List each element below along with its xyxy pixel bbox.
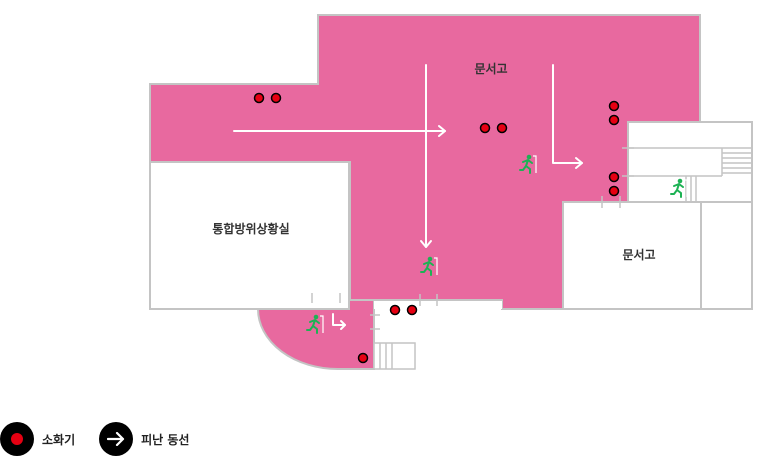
route-south-arrowhead xyxy=(340,320,346,330)
extinguisher-icon xyxy=(608,100,620,112)
room-archive-side xyxy=(562,201,753,310)
map-legend: 소화기 피난 동선 xyxy=(0,422,213,456)
route-east-arrowhead xyxy=(575,157,583,169)
route-south xyxy=(332,313,346,326)
room-label-archive-main: 문서고 xyxy=(474,61,507,76)
room-label-situation-room: 통합방위상황실 xyxy=(212,221,289,236)
extinguisher-icon xyxy=(479,122,491,134)
route-east xyxy=(552,64,583,164)
extinguisher-icon xyxy=(357,352,369,364)
legend-item-evacuation-route: 피난 동선 xyxy=(99,422,189,456)
legend-item-extinguisher: 소화기 xyxy=(0,422,75,456)
extinguisher-icon xyxy=(270,92,282,104)
legend-label-extinguisher: 소화기 xyxy=(42,432,76,447)
route-west-arrowhead xyxy=(438,125,446,137)
stairs-south xyxy=(373,342,416,370)
legend-label-evacuation-route: 피난 동선 xyxy=(141,432,190,447)
evacuation-routes xyxy=(233,64,583,330)
zone-stair-lobby xyxy=(256,299,375,370)
floor-plan-map: 문서고 통합방위상황실 문서고 xyxy=(149,14,753,370)
extinguisher-icon xyxy=(389,304,401,316)
arrow-right-icon xyxy=(99,422,134,456)
extinguisher-icon xyxy=(608,114,620,126)
corridor-south xyxy=(374,300,502,309)
room-stairwell-east xyxy=(627,121,753,203)
extinguisher-icon xyxy=(608,171,620,183)
route-center-arrowhead xyxy=(420,240,432,248)
extinguisher-icon xyxy=(496,122,508,134)
door-marks xyxy=(311,147,634,330)
room-situation-room xyxy=(149,161,350,310)
room-label-archive-side: 문서고 xyxy=(622,247,655,262)
stairs-east xyxy=(628,147,752,202)
extinguisher-icon xyxy=(0,422,34,456)
extinguisher-markers xyxy=(253,92,620,364)
extinguisher-icon xyxy=(253,92,265,104)
extinguisher-icon xyxy=(608,185,620,197)
extinguisher-icon xyxy=(406,304,418,316)
